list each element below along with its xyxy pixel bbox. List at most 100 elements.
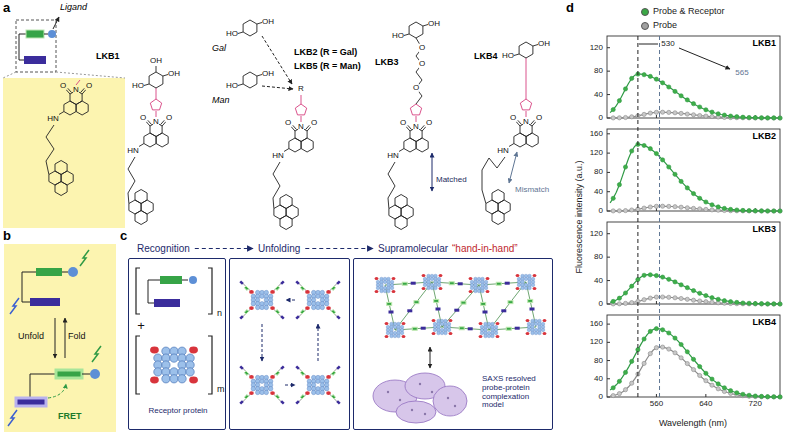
data-marker: [611, 196, 615, 200]
atom-label: O: [510, 114, 516, 123]
legend-text: Probe & Receptor: [653, 7, 725, 17]
bond-line: [139, 144, 144, 147]
mismatch-arrow: [509, 152, 517, 183]
atom-label: OH: [262, 70, 274, 79]
data-marker: [698, 105, 702, 109]
bond-line: [519, 42, 533, 58]
folding-scheme-panel: UnfoldFoldFRET: [4, 244, 116, 432]
light-bolt: [8, 410, 17, 426]
data-marker: [661, 275, 665, 279]
pyrene-block: [389, 311, 394, 314]
data-marker: [642, 206, 646, 210]
axis-tick: [607, 360, 610, 361]
bond-line: [410, 104, 421, 115]
atom-label: OH: [168, 70, 180, 79]
atom-label: HN: [497, 147, 509, 156]
bond-line: [284, 149, 289, 152]
data-marker: [623, 291, 627, 295]
data-marker: [691, 357, 695, 361]
atom-label: O: [285, 119, 291, 128]
data-marker: [759, 302, 763, 306]
data-marker: [741, 209, 745, 213]
bond-line: [399, 149, 404, 152]
data-marker: [623, 115, 627, 119]
pyrene-block: [30, 298, 60, 306]
pyrene-block: [515, 327, 520, 330]
data-marker: [642, 298, 646, 302]
data-marker: [716, 382, 720, 386]
naphthalimide-block: [508, 301, 513, 304]
data-marker: [617, 392, 621, 396]
data-marker: [722, 299, 726, 303]
data-marker: [661, 81, 665, 85]
data-marker: [753, 209, 757, 213]
pyrene-block: [530, 308, 535, 311]
axis-tick: [607, 342, 610, 343]
data-marker: [778, 209, 782, 213]
data-marker: [722, 113, 726, 117]
probe-receptor-spectrum: [610, 329, 780, 397]
data-marker: [685, 186, 689, 190]
bond-line: [148, 120, 152, 124]
panel-letter: a: [3, 1, 10, 15]
atom-label: O: [419, 60, 425, 69]
bond-line: [520, 99, 531, 110]
data-marker: [685, 297, 689, 301]
axis-tick: [607, 94, 610, 95]
data-marker: [611, 209, 615, 213]
axis-tick: [607, 304, 610, 305]
atom-label: OH: [262, 18, 274, 27]
data-marker: [766, 209, 770, 213]
data-marker: [691, 113, 695, 117]
data-marker: [630, 208, 634, 212]
bond-line: [492, 211, 504, 225]
data-marker: [704, 379, 708, 383]
pyrene-block: [154, 299, 180, 307]
light-bolt: [10, 298, 19, 314]
bond-line: [243, 72, 257, 88]
receptor-protein: [469, 277, 490, 293]
data-marker: [766, 395, 770, 399]
data-marker: [685, 206, 689, 210]
data-marker: [691, 192, 695, 196]
atom-label: N: [413, 123, 419, 132]
axis-tick: [705, 394, 706, 397]
plot-name: LKB4: [752, 318, 776, 328]
glowing-naphthalimide: [56, 370, 82, 378]
process-arrow: [195, 248, 253, 249]
bond-line: [150, 99, 161, 110]
subscript-label: n: [217, 309, 222, 319]
data-marker: [667, 331, 671, 335]
naphthalimide-block: [528, 299, 533, 302]
data-marker: [710, 110, 714, 114]
data-marker: [735, 300, 739, 304]
plot-name: LKB3: [752, 225, 776, 235]
data-marker: [778, 302, 782, 306]
atom-label: N: [73, 86, 79, 95]
process-arrow: [305, 248, 373, 249]
shift-arrow: [679, 48, 730, 69]
data-marker: [753, 302, 757, 306]
cycle-arrows: [262, 300, 318, 385]
data-marker: [741, 116, 745, 120]
data-marker: [716, 112, 720, 116]
receptor-protein: [526, 319, 547, 335]
data-marker: [611, 386, 615, 390]
ligand-dot: [48, 30, 56, 38]
bond-line: [135, 190, 147, 204]
naphthalimide-block: [481, 302, 486, 305]
bond-line: [514, 54, 519, 56]
bond-line: [293, 125, 297, 129]
data-marker: [667, 295, 671, 299]
legend-text: Probe: [653, 21, 677, 31]
data-marker: [623, 370, 627, 374]
data-marker: [667, 85, 671, 89]
pyrene-block: [501, 309, 506, 312]
data-marker: [766, 116, 770, 120]
matched-note: Matched: [436, 176, 467, 185]
atom-label: O: [86, 82, 92, 91]
data-marker: [759, 209, 763, 213]
data-marker: [753, 209, 757, 213]
drawing-part: [285, 385, 295, 386]
step-box: Unfolding: [229, 258, 350, 430]
